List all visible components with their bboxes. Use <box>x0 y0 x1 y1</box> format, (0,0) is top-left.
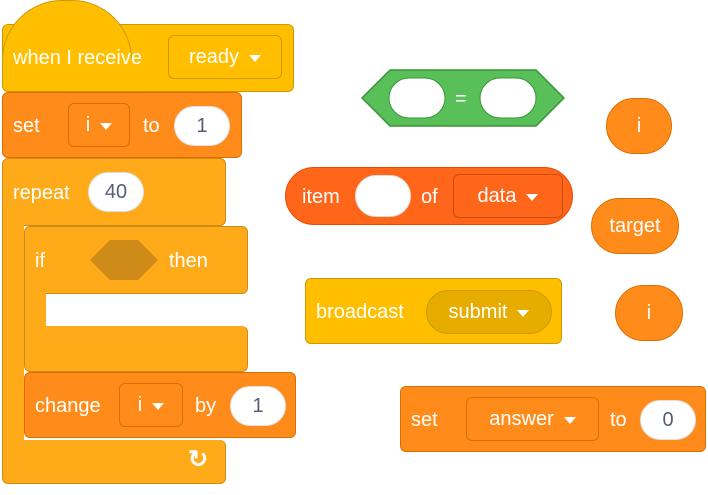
chevron-down-icon <box>563 416 576 424</box>
message-dropdown[interactable]: ready <box>168 35 282 79</box>
variable-dropdown-value: i <box>137 393 143 416</box>
repeat-label: repeat <box>13 182 70 204</box>
if-footer <box>24 326 248 372</box>
variable-dropdown-value: answer <box>489 407 554 430</box>
set-answer-value-input[interactable]: 0 <box>640 400 696 440</box>
broadcast-message-value: submit <box>448 300 508 323</box>
list-dropdown-value: data <box>477 184 517 207</box>
broadcast-label: broadcast <box>316 301 404 323</box>
change-value-input[interactable]: 1 <box>230 386 286 426</box>
set-label: set <box>13 115 40 137</box>
chevron-down-icon <box>152 402 165 410</box>
item-index-input[interactable] <box>355 175 411 217</box>
chevron-down-icon <box>100 122 113 130</box>
to-label: to <box>610 409 627 431</box>
chevron-down-icon <box>526 193 539 201</box>
chevron-down-icon <box>517 309 530 317</box>
set-label: set <box>411 409 438 431</box>
variable-dropdown-i[interactable]: i <box>68 103 130 147</box>
variable-dropdown-value: i <box>85 113 91 136</box>
empty-condition-slot[interactable] <box>90 240 158 280</box>
then-label: then <box>169 250 208 272</box>
loop-arrow-icon: ↻ <box>188 446 209 473</box>
repeat-arm <box>2 222 24 450</box>
when-i-receive-label: when I receive <box>13 47 142 69</box>
of-label: of <box>421 186 438 208</box>
by-label: by <box>195 395 217 417</box>
variable-reporter-i[interactable]: i <box>615 285 683 341</box>
change-label: change <box>35 395 101 417</box>
variable-dropdown-answer[interactable]: answer <box>466 397 599 441</box>
list-dropdown[interactable]: data <box>453 174 563 218</box>
equals-sign: = <box>455 88 467 110</box>
message-dropdown-value: ready <box>188 45 240 68</box>
to-label: to <box>143 115 160 137</box>
chevron-down-icon <box>249 54 262 62</box>
repeat-footer <box>2 440 226 484</box>
item-label: item <box>302 186 340 208</box>
variable-dropdown-i-change[interactable]: i <box>119 383 183 427</box>
repeat-count-input[interactable]: 40 <box>88 172 144 212</box>
if-arm <box>24 290 46 330</box>
if-label: if <box>35 250 45 272</box>
equals-operator-block[interactable] <box>361 69 565 127</box>
set-value-input[interactable]: 1 <box>174 106 230 146</box>
broadcast-message-dropdown[interactable]: submit <box>426 290 552 334</box>
variable-reporter-target[interactable]: target <box>591 198 679 254</box>
variable-reporter-i[interactable]: i <box>606 98 672 154</box>
